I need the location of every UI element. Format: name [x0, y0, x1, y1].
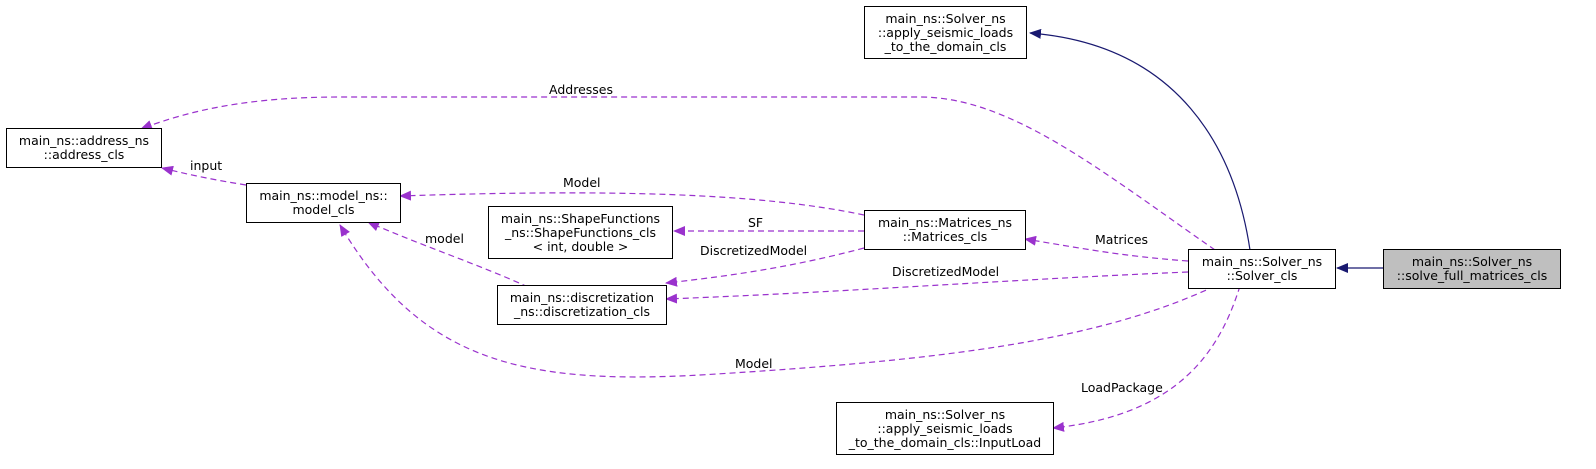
node-discretization-cls[interactable]: main_ns::discretization _ns::discretizat…: [497, 285, 667, 325]
node-input-load[interactable]: main_ns::Solver_ns ::apply_seismic_loads…: [836, 402, 1054, 455]
node-line: main_ns::discretization: [509, 290, 655, 305]
edge-label-model-solver: Model: [735, 356, 773, 371]
node-line: model_cls: [292, 202, 355, 217]
node-line: main_ns::Solver_ns: [1411, 254, 1533, 269]
edge-label-load-package: LoadPackage: [1081, 380, 1163, 395]
node-line: main_ns::Solver_ns: [885, 10, 1006, 26]
edge-load-package: [1052, 285, 1241, 432]
edge-addresses: [140, 96, 1216, 251]
node-line: _ns::discretization_cls: [513, 304, 651, 319]
edge-label-model-matrices: Model: [563, 175, 601, 190]
edge-model-from-solver: [339, 224, 1216, 378]
node-line: ::apply_seismic_loads: [877, 420, 1013, 436]
node-line: _ns::ShapeFunctions_cls: [504, 224, 657, 240]
node-line: main_ns::Solver_ns: [1201, 254, 1323, 269]
node-line: ::address_cls: [43, 147, 125, 162]
node-line: ::Matrices_cls: [902, 229, 988, 244]
edge-discretized-model-from-solver: [665, 271, 1189, 304]
node-line: main_ns::address_ns: [18, 133, 150, 148]
edge-discretized-model-from-matrices: [665, 247, 865, 287]
node-line: main_ns::ShapeFunctions: [500, 210, 661, 226]
node-line: _to_the_domain_cls::InputLoad: [848, 434, 1042, 450]
node-shape-functions-cls[interactable]: main_ns::ShapeFunctions _ns::ShapeFuncti…: [488, 206, 673, 259]
edge-model-from-matrices: [399, 190, 865, 216]
edge-matrices: [1024, 235, 1189, 262]
node-apply-seismic-loads[interactable]: main_ns::Solver_ns ::apply_seismic_loads…: [864, 6, 1027, 59]
node-line: < int, double >: [532, 238, 629, 254]
node-line: main_ns::model_ns::: [259, 188, 388, 203]
node-line: ::Solver_cls: [1226, 268, 1298, 283]
node-address-cls[interactable]: main_ns::address_ns ::address_cls: [6, 128, 162, 168]
edge-input: [161, 165, 247, 186]
edge-label-addresses: Addresses: [549, 82, 613, 97]
edge-label-discretized-model-solver: DiscretizedModel: [892, 264, 1000, 279]
edge-label-model-discretization: model: [425, 231, 464, 246]
node-solver-cls[interactable]: main_ns::Solver_ns ::Solver_cls: [1188, 249, 1336, 289]
edge-solver-to-apply-loads: [1029, 28, 1251, 251]
node-line: _to_the_domain_cls: [884, 38, 1007, 54]
node-line: main_ns::Matrices_ns: [877, 215, 1013, 230]
node-solve-full-matrices-cls[interactable]: main_ns::Solver_ns ::solve_full_matrices…: [1383, 249, 1561, 289]
node-matrices-cls[interactable]: main_ns::Matrices_ns ::Matrices_cls: [864, 210, 1026, 250]
edge-label-input: input: [190, 158, 223, 173]
node-line: ::apply_seismic_loads: [877, 24, 1014, 40]
edge-label-sf: SF: [748, 215, 764, 230]
node-line: main_ns::Solver_ns: [884, 406, 1006, 422]
edge-model-from-discretization: [367, 221, 529, 288]
edge-label-matrices: Matrices: [1095, 232, 1149, 247]
node-model-cls[interactable]: main_ns::model_ns:: model_cls: [246, 183, 401, 223]
node-line: ::solve_full_matrices_cls: [1396, 268, 1548, 283]
edge-label-discretized-model-matrices: DiscretizedModel: [700, 243, 808, 258]
